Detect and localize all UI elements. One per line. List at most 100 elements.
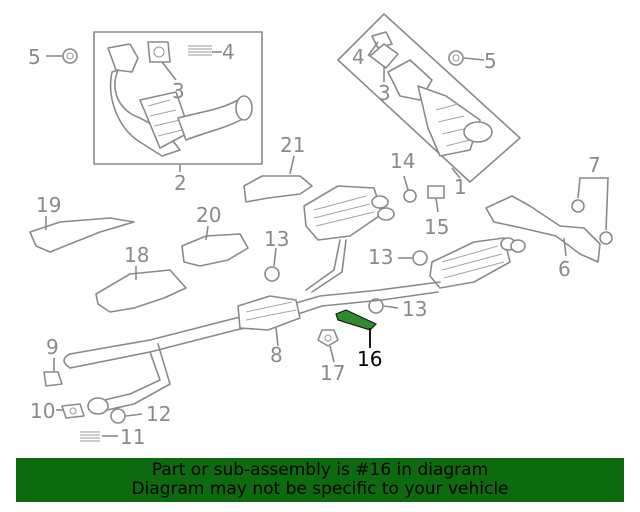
rear-muffler-left-body (303, 185, 383, 241)
gasket-3-left (147, 41, 171, 63)
callout-5-left: 5 (28, 45, 41, 69)
rear-muffler-left-tip-2 (377, 207, 395, 221)
callout-9: 9 (46, 335, 59, 359)
callout-10: 10 (30, 399, 55, 423)
left-converter-outlet (235, 95, 253, 121)
callout-6: 6 (558, 257, 571, 281)
leader-3-left (161, 61, 177, 81)
nut-5-left (62, 48, 78, 64)
bracket-6 (485, 195, 601, 263)
right-converter-outlet (463, 121, 493, 143)
callout-16: 16 (357, 347, 382, 371)
rear-muffler-left (303, 185, 395, 241)
leader-13-c (383, 305, 399, 309)
callout-4-left: 4 (222, 40, 235, 64)
callout-5-right: 5 (484, 49, 497, 73)
pipe-end-left (63, 353, 71, 369)
right-converter-hatch (435, 103, 471, 147)
nut-7-b (599, 231, 613, 245)
hanger-9 (43, 371, 63, 387)
nut-5-left-hole (66, 52, 74, 60)
rear-muffler-left-tip-1 (371, 195, 389, 209)
gasket-10-hole (69, 407, 77, 415)
leader-lines (45, 41, 609, 437)
banner-line-2: Diagram may not be specific to your vehi… (131, 479, 509, 499)
part-16-highlighted[interactable] (335, 309, 378, 331)
center-resonator-body (237, 295, 301, 331)
pipe-to-muffler-b (311, 239, 347, 293)
callout-15: 15 (424, 215, 449, 239)
left-converter-hatch (147, 99, 183, 137)
stud-11 (80, 431, 100, 442)
center-resonator-8 (237, 295, 301, 331)
rear-muffler-left-hatch (313, 195, 375, 227)
pipe-lower (95, 351, 161, 403)
leader-8 (275, 327, 279, 347)
callout-13-b: 13 (368, 245, 393, 269)
gasket-10 (61, 403, 85, 419)
insulator-13-a (264, 266, 280, 282)
leader-1 (451, 167, 461, 179)
callout-21: 21 (280, 133, 305, 157)
leader-13-a (273, 247, 277, 267)
nut-5-right (448, 50, 464, 66)
callout-14: 14 (390, 149, 415, 173)
callout-8: 8 (270, 343, 283, 367)
left-converter-flange (107, 43, 139, 73)
callout-3-right: 3 (378, 81, 391, 105)
insulator-13-b (412, 250, 428, 266)
right-converter-group (337, 13, 521, 183)
nut-12 (110, 408, 126, 424)
notice-banner: Part or sub-assembly is #16 in diagram D… (16, 458, 624, 502)
callout-11: 11 (120, 425, 145, 449)
banner-line-1: Part or sub-assembly is #16 in diagram (151, 460, 489, 480)
callout-19: 19 (36, 193, 61, 217)
callout-18: 18 (124, 243, 149, 267)
leader-6 (563, 237, 567, 257)
right-converter-body (417, 85, 481, 157)
heat-shield-20 (181, 233, 249, 267)
pipe-lower-b (97, 343, 171, 413)
leader-14 (403, 175, 409, 191)
callout-13-c: 13 (402, 297, 427, 321)
callout-13-a: 13 (264, 227, 289, 251)
callout-17: 17 (320, 361, 345, 385)
callout-7: 7 (588, 153, 601, 177)
callout-1: 1 (454, 175, 467, 199)
leader-20 (205, 225, 209, 241)
leader-5-right (463, 57, 485, 61)
nut-17 (317, 329, 339, 347)
insulator-13-c (368, 298, 384, 314)
left-converter-frame (93, 31, 263, 165)
callout-labels: 5 4 3 2 4 3 5 1 21 14 15 7 6 19 20 13 13… (28, 40, 601, 449)
callout-2: 2 (174, 171, 187, 195)
leader-12 (125, 413, 143, 417)
callout-4-right: 4 (352, 45, 365, 69)
rear-muffler-right-hatch (441, 245, 505, 279)
rear-muffler-right (429, 237, 526, 289)
left-converter-group (93, 31, 263, 165)
callout-3-left: 3 (172, 79, 185, 103)
callout-20: 20 (196, 203, 221, 227)
nut-5-left-body (62, 48, 78, 64)
nut-5-right-hole (452, 54, 460, 62)
stud-4-left (188, 45, 212, 56)
leader-7 (577, 177, 609, 231)
gasket-3-left-hole (153, 46, 165, 58)
callout-12: 12 (146, 402, 171, 426)
gasket-3-right (369, 43, 399, 69)
nut-5-right-body (448, 50, 464, 66)
nut-7-a (571, 199, 585, 213)
heat-shield-18 (95, 269, 187, 313)
leader-21 (289, 155, 295, 175)
leader-15 (435, 197, 439, 213)
center-resonator-hatch (245, 301, 297, 321)
hanger-14 (403, 189, 417, 203)
nut-15 (427, 185, 445, 199)
nut-17-hole (324, 334, 332, 342)
flange-lower (87, 397, 109, 415)
rear-muffler-right-tip-2 (510, 239, 526, 253)
leader-17 (329, 345, 335, 363)
leader-4-right (367, 41, 379, 57)
